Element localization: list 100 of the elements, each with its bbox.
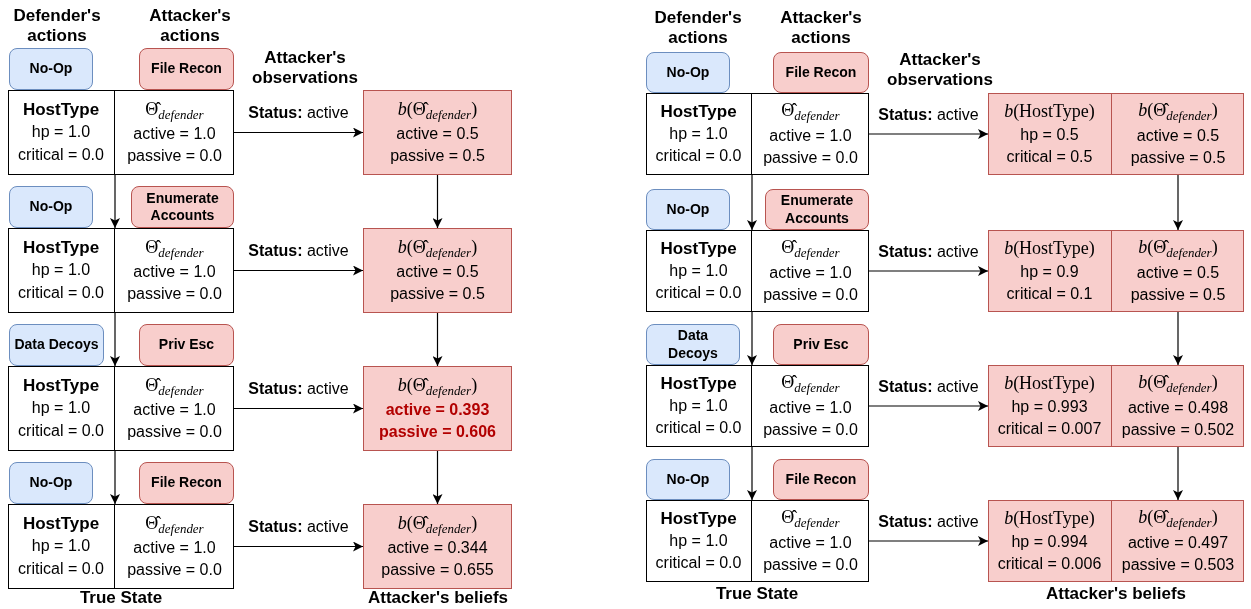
- heading: Defender's actions: [12, 6, 102, 47]
- value-text: critical = 0.0: [18, 282, 104, 303]
- arrow: [233, 265, 364, 276]
- value-text: active = 1.0: [769, 262, 852, 283]
- defender-action-box: Data Decoys: [9, 324, 104, 366]
- belief-table: [988, 93, 1244, 175]
- value-text: active = 1.0: [133, 400, 216, 421]
- value-text: critical = 0.0: [655, 146, 742, 167]
- value-text: critical = 0.006: [997, 553, 1102, 574]
- math-label: b(Θ̂$_{defender}$): [1138, 506, 1218, 532]
- value-text: passive = 0.0: [763, 284, 858, 305]
- state-table: [646, 365, 869, 447]
- value-text: active = 0.5: [396, 262, 479, 283]
- math-label: Θ̂$_{defender}$: [781, 99, 840, 125]
- math-label: b(Θ̂$_{defender}$): [397, 97, 478, 124]
- value-text: passive = 0.5: [1130, 284, 1226, 305]
- value-text: passive = 0.5: [1130, 147, 1226, 168]
- belief-table: [988, 500, 1244, 582]
- heading: Attacker's actions: [779, 8, 863, 49]
- defender-action-box: No-Op: [9, 48, 93, 90]
- attacker-action-box: File Recon: [773, 459, 869, 500]
- cell-heading: HostType: [660, 372, 737, 395]
- cell-heading: HostType: [22, 513, 100, 536]
- value-text: passive = 0.502: [1121, 419, 1235, 440]
- value-text: hp = 1.0: [31, 260, 91, 281]
- belief-box: [363, 504, 512, 589]
- cell-heading: HostType: [660, 100, 737, 123]
- value-text: critical = 0.0: [18, 420, 104, 441]
- math-label: b(Θ̂$_{defender}$): [1138, 236, 1218, 262]
- defender-action-box: No-Op: [646, 459, 730, 500]
- state-table: [646, 93, 869, 175]
- value-text: active = 0.5: [1136, 125, 1220, 146]
- value-text: passive = 0.5: [390, 284, 485, 305]
- value-text: active = 1.0: [133, 538, 216, 559]
- value-text: passive = 0.0: [127, 560, 222, 581]
- math-label: b(Θ̂$_{defender}$): [397, 373, 478, 400]
- belief-table: [988, 230, 1244, 312]
- arrow: [110, 174, 120, 229]
- value-text: critical = 0.5: [1006, 146, 1093, 167]
- heading: Attacker's beliefs: [1044, 584, 1188, 605]
- state-table: [8, 90, 234, 175]
- math-label: b(HostType): [1004, 507, 1095, 531]
- value-text: hp = 1.0: [31, 122, 91, 143]
- heading: True State: [714, 584, 800, 605]
- attacker-action-box: Enumerate Accounts: [131, 186, 234, 228]
- value-text: active = 0.498: [1127, 397, 1229, 418]
- defender-action-box: No-Op: [646, 52, 730, 93]
- math-label: b(Θ̂$_{defender}$): [397, 235, 478, 262]
- value-text: passive = 0.0: [763, 554, 858, 575]
- value-text: critical = 0.0: [18, 144, 104, 165]
- value-text: critical = 0.1: [1006, 283, 1093, 304]
- cell-heading: HostType: [22, 99, 100, 122]
- math-label: b(HostType): [1004, 100, 1095, 124]
- value-text: passive = 0.606: [379, 422, 496, 443]
- value-text: active = 1.0: [133, 124, 216, 145]
- value-text: active = 0.344: [387, 538, 488, 559]
- value-text: critical = 0.007: [997, 418, 1102, 439]
- cell-heading: HostType: [660, 237, 737, 260]
- math-label: b(Θ̂$_{defender}$): [397, 511, 478, 538]
- arrow: [1173, 311, 1183, 366]
- value-text: hp = 1.0: [669, 530, 728, 551]
- belief-table: [988, 365, 1244, 447]
- value-text: passive = 0.0: [127, 146, 222, 167]
- value-text: hp = 0.9: [1020, 261, 1079, 282]
- value-text: active = 1.0: [769, 125, 852, 146]
- math-label: Θ̂$_{defender}$: [145, 235, 204, 262]
- cell-heading: HostType: [22, 375, 100, 398]
- arrow: [868, 401, 989, 411]
- value-text: passive = 0.0: [763, 147, 858, 168]
- value-text: active = 1.0: [769, 397, 852, 418]
- value-text: passive = 0.0: [127, 284, 222, 305]
- math-label: Θ̂$_{defender}$: [781, 371, 840, 397]
- value-text: active = 1.0: [769, 532, 852, 553]
- math-label: b(Θ̂$_{defender}$): [1138, 99, 1218, 125]
- defender-action-box: No-Op: [9, 462, 93, 504]
- defender-action-box: No-Op: [9, 186, 93, 228]
- arrow: [747, 311, 757, 366]
- arrow: [432, 450, 443, 505]
- math-label: b(Θ̂$_{defender}$): [1138, 371, 1218, 397]
- arrow: [432, 174, 443, 229]
- attacker-action-box: File Recon: [773, 52, 869, 93]
- belief-box: [363, 228, 512, 313]
- arrow: [110, 450, 120, 505]
- math-label: Θ̂$_{defender}$: [145, 97, 204, 124]
- value-text: hp = 1.0: [669, 123, 728, 144]
- cell-heading: HostType: [22, 237, 100, 260]
- arrow: [1173, 174, 1183, 231]
- value-text: hp = 1.0: [669, 260, 728, 281]
- heading: True State: [78, 588, 164, 609]
- value-text: active = 0.5: [396, 124, 479, 145]
- math-label: Θ̂$_{defender}$: [145, 373, 204, 400]
- arrow: [1173, 446, 1183, 501]
- heading: Attacker's observations: [886, 50, 994, 91]
- value-text: critical = 0.0: [655, 283, 742, 304]
- value-text: active = 0.5: [1136, 262, 1220, 283]
- attacker-action-box: File Recon: [139, 48, 234, 90]
- math-label: Θ̂$_{defender}$: [781, 236, 840, 262]
- value-text: active = 0.393: [385, 400, 490, 421]
- belief-box: [363, 366, 512, 451]
- value-text: passive = 0.655: [381, 560, 494, 581]
